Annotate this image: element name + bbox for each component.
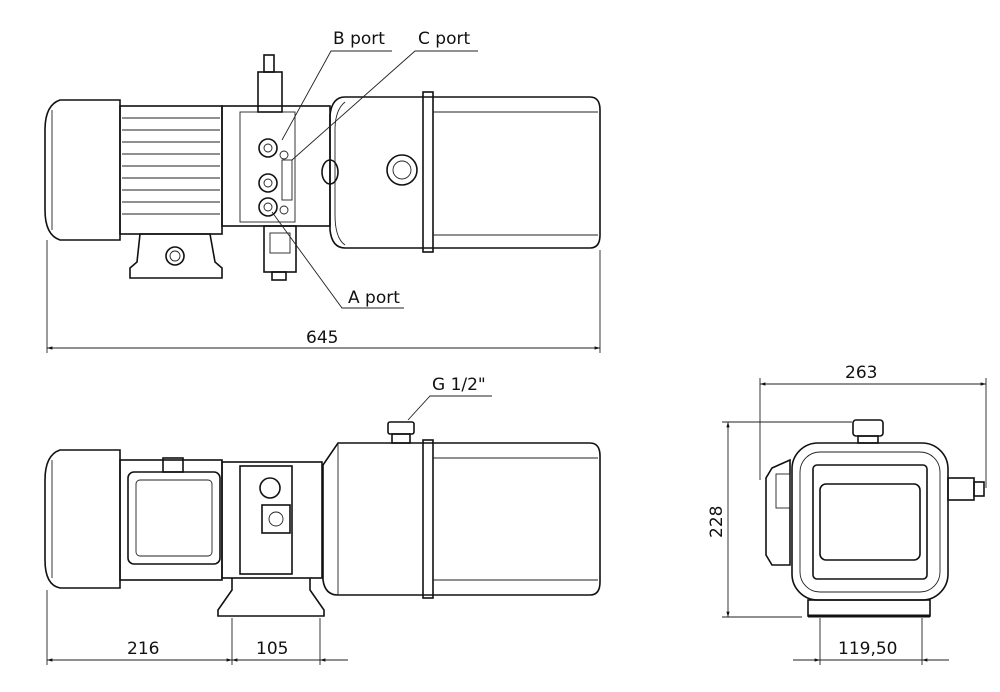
dim-motor-to-bracket: 216 bbox=[127, 639, 159, 659]
filler-cap-side bbox=[852, 419, 884, 437]
c-port-label: C port bbox=[418, 29, 470, 49]
side-view: 263 228 119,50 bbox=[707, 363, 987, 665]
g-port-callout: G 1/2" bbox=[407, 375, 492, 421]
dim-overall-length: 645 bbox=[306, 328, 338, 348]
dimension-645: 645 bbox=[46, 240, 601, 353]
valve-block-top bbox=[221, 54, 331, 281]
front-dimensions: 216 105 bbox=[46, 590, 348, 665]
b-port-label: B port bbox=[333, 29, 385, 49]
dim-base-width: 119,50 bbox=[838, 639, 897, 659]
dim-overall-width: 263 bbox=[845, 363, 877, 383]
side-dimensions: 263 228 119,50 bbox=[707, 363, 987, 665]
tank-top bbox=[321, 91, 601, 253]
a-port-label: A port bbox=[348, 288, 400, 308]
g-port-label: G 1/2" bbox=[432, 375, 486, 395]
dim-overall-height: 228 bbox=[707, 506, 727, 538]
motor-front bbox=[44, 449, 223, 589]
filler-cap bbox=[387, 421, 415, 435]
tank-front bbox=[322, 421, 601, 599]
valve-block-front bbox=[217, 461, 325, 617]
front-view: G 1/2" 216 105 bbox=[44, 375, 601, 665]
motor-top bbox=[44, 99, 223, 279]
top-view: B port C port A port 645 bbox=[44, 29, 601, 353]
port-callouts: B port C port A port bbox=[271, 29, 478, 309]
dim-bracket-width: 105 bbox=[256, 639, 288, 659]
